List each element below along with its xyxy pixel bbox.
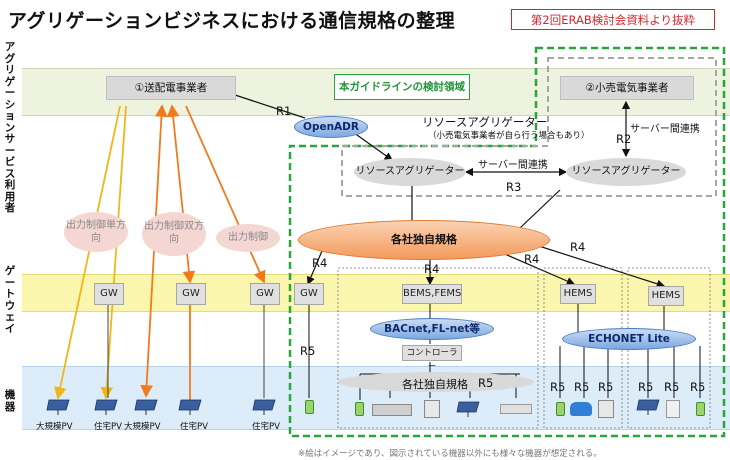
- device-label-4: 住宅PV: [180, 422, 208, 432]
- pv-panel-icon: [178, 399, 202, 415]
- retailer-box: ②小売電気事業者: [560, 76, 694, 100]
- resource-aggregator-note: （小売電気事業者が自ら行う場合もあり）: [428, 131, 590, 141]
- ref-r4-a: R4: [312, 256, 328, 270]
- pv-panel-icon: [94, 399, 118, 415]
- pv-panel-icon: [252, 399, 276, 415]
- bems-fems-box: BEMS,FEMS: [402, 284, 462, 304]
- aggregator-region: [341, 57, 717, 197]
- gateway-1: GW: [94, 283, 124, 305]
- ref-r1: R1: [276, 104, 292, 118]
- tso-box: ①送配電事業者: [106, 76, 236, 100]
- control-plain: 出力制御: [216, 224, 280, 252]
- ref-r5-a: R5: [300, 344, 316, 358]
- device-label-1: 大規模PV: [36, 422, 73, 432]
- gateway-3: GW: [250, 283, 280, 305]
- ref-r5-c: R5: [550, 380, 566, 394]
- echonet-protocol: ECHONET Lite: [562, 328, 696, 350]
- battery-icon: [696, 402, 705, 416]
- ref-r5-b: R5: [478, 376, 494, 390]
- control-two-way: 出力制御双方向: [142, 212, 206, 256]
- gateway-2: GW: [176, 283, 206, 305]
- resource-aggregator-title: リソースアグリゲーター: [422, 115, 548, 129]
- ref-r4-b: R4: [424, 262, 440, 276]
- pv-panel-icon: [46, 399, 70, 415]
- pv-panel-icon: [134, 399, 158, 415]
- control-two-way-label: 出力制御双方向: [144, 221, 204, 245]
- control-one-way: 出力制御単方向: [64, 212, 128, 252]
- guideline-scope-label: 本ガイドラインの検討領域: [334, 74, 470, 100]
- ref-r2: R2: [616, 132, 632, 146]
- proprietary-standard-bottom-shape: [338, 372, 534, 392]
- source-note: 第2回ERAB検討会資料より抜粋: [511, 9, 715, 30]
- server-link-label-1: サーバー間連携: [630, 124, 700, 135]
- device-label-5: 住宅PV: [252, 422, 280, 432]
- hems-box-2: HEMS: [648, 286, 684, 306]
- appliance-icon: [598, 400, 614, 418]
- ref-r4-d: R4: [570, 240, 586, 254]
- pv-panel-icon: [456, 401, 480, 417]
- battery-icon: [556, 402, 565, 416]
- battery-icon: [305, 400, 314, 414]
- ref-r4-c: R4: [524, 252, 540, 266]
- footnote: ※絵はイメージであり、図示されている機器以外にも様々な機器が想定される。: [298, 449, 602, 459]
- hems-box-1: HEMS: [560, 284, 596, 304]
- battery-icon: [355, 402, 364, 416]
- aircon-icon: [500, 404, 532, 414]
- server-link-label-2: サーバー間連携: [478, 160, 548, 171]
- proprietary-standard-top: 各社独自規格: [298, 220, 550, 260]
- fuel-cell-icon: [666, 400, 680, 418]
- ref-r5-f: R5: [638, 380, 654, 394]
- openadr-protocol: OpenADR: [294, 116, 368, 138]
- proprietary-standard-bottom: 各社独自規格: [402, 378, 468, 391]
- device-label-3: 大規模PV: [124, 422, 161, 432]
- bacnet-protocol: BACnet,FL-net等: [370, 318, 494, 340]
- ev-car-icon: [570, 402, 592, 416]
- ref-r3: R3: [506, 180, 522, 194]
- layer-label-device: 機器: [4, 389, 16, 413]
- page-title: アグリゲーションビジネスにおける通信規格の整理: [8, 10, 456, 32]
- ref-r5-e: R5: [598, 380, 614, 394]
- resource-aggregator-right: リソースアグリゲーター: [566, 158, 686, 186]
- ref-r5-d: R5: [574, 380, 590, 394]
- device-label-2: 住宅PV: [94, 422, 122, 432]
- ref-r5-g: R5: [664, 380, 680, 394]
- resource-aggregator-left: リソースアグリゲーター: [354, 158, 466, 186]
- ref-r5-h: R5: [690, 380, 706, 394]
- control-one-way-label: 出力制御単方向: [66, 220, 126, 244]
- controller-box: コントローラー: [402, 345, 462, 372]
- machine-icon: [372, 404, 412, 416]
- gateway-4: GW: [294, 283, 324, 305]
- layer-label-aggregation: アグリゲーションサービス利用者: [4, 41, 16, 214]
- appliance-icon: [424, 400, 440, 418]
- gateway-band: [22, 274, 730, 312]
- pv-panel-icon: [636, 399, 660, 415]
- layer-label-gateway: ゲートウェイ: [4, 265, 16, 335]
